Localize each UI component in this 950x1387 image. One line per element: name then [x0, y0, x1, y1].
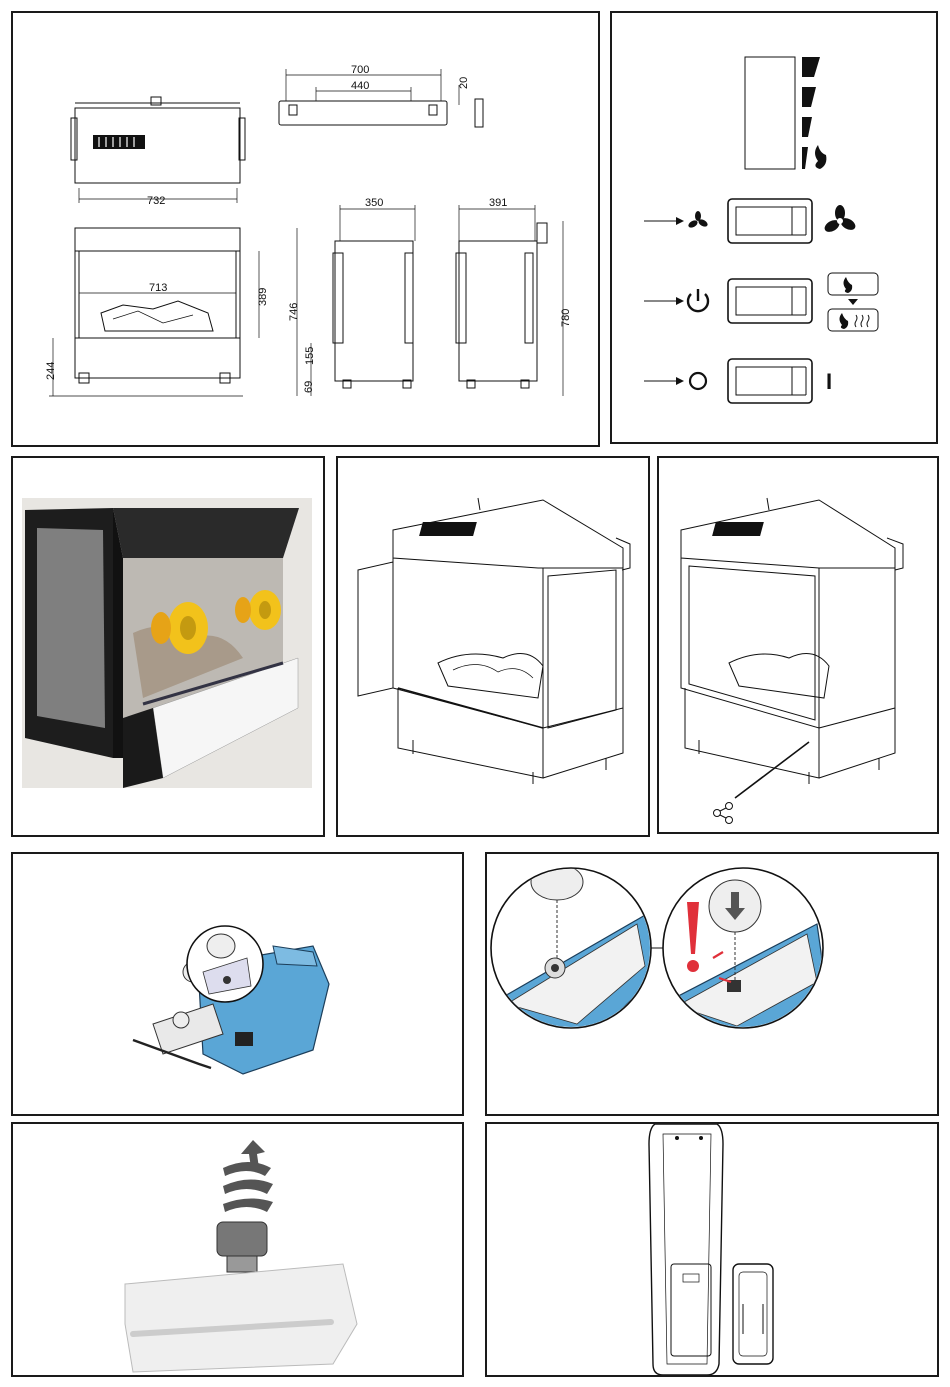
- tank-cap: [217, 1222, 267, 1272]
- fan-small-icon: [687, 211, 709, 229]
- power-icon: [688, 289, 708, 311]
- side-elevation-front: 350 746 155 69: [288, 197, 415, 396]
- dim-opening-height: 389: [257, 288, 269, 306]
- dim-depth-front: 350: [365, 197, 383, 209]
- flame-level-indicator: [745, 57, 826, 169]
- dim-depth-side: 391: [489, 197, 507, 209]
- top-view: 700 440 20: [279, 64, 483, 127]
- dim-width-top: 700: [351, 64, 369, 76]
- on-label: I: [826, 369, 832, 394]
- share-connection-icon: [714, 803, 733, 824]
- fan-switch-row: [644, 199, 857, 243]
- fan-rocker-switch[interactable]: [728, 199, 812, 243]
- dim-height-side: 780: [560, 309, 572, 327]
- power-switch-row: [644, 273, 878, 331]
- dim-plinth: 155: [304, 347, 316, 365]
- dim-inner-top: 440: [351, 80, 369, 92]
- dimension-drawing-panel: 732 700 440 20: [11, 11, 600, 447]
- dim-clearance: 20: [458, 77, 470, 89]
- water-tank-body: [125, 1264, 357, 1372]
- dim-opening-width: 713: [149, 282, 167, 294]
- fireplace-photo-panel: [11, 456, 325, 837]
- battery-cover: [733, 1264, 773, 1364]
- control-switches-panel: I: [610, 11, 938, 444]
- main-rocker-switch[interactable]: [728, 359, 812, 403]
- dim-height-front: 746: [288, 303, 300, 321]
- connection-point-panel: [657, 456, 939, 834]
- cap-rotate-panel: [11, 1122, 464, 1377]
- front-elevation: 713 389 244: [45, 228, 269, 396]
- glass-removal-panel: [336, 456, 650, 837]
- dim-base-height: 244: [45, 362, 57, 380]
- detail-circle-right: [663, 868, 827, 1054]
- dim-overall-width: 732: [147, 195, 165, 207]
- fan-large-icon: [823, 205, 858, 234]
- flame-heat-mode-badge: [828, 309, 878, 331]
- remote-control: [649, 1124, 723, 1375]
- off-switch-row: I: [644, 359, 832, 403]
- front-view-top: 732: [71, 97, 245, 207]
- rotate-arrows-icon: [223, 1140, 273, 1212]
- off-circle-icon: [690, 373, 706, 389]
- detail-circle-left: [491, 864, 657, 1054]
- flame-mode-badge: [828, 273, 878, 295]
- water-tank-panel: [11, 852, 464, 1116]
- remote-control-panel: [485, 1122, 939, 1377]
- dim-feet: 69: [303, 381, 315, 393]
- heater-rocker-switch[interactable]: [728, 279, 812, 323]
- side-elevation-right: 391 780: [456, 197, 572, 396]
- tank-detail-panel: [485, 852, 939, 1116]
